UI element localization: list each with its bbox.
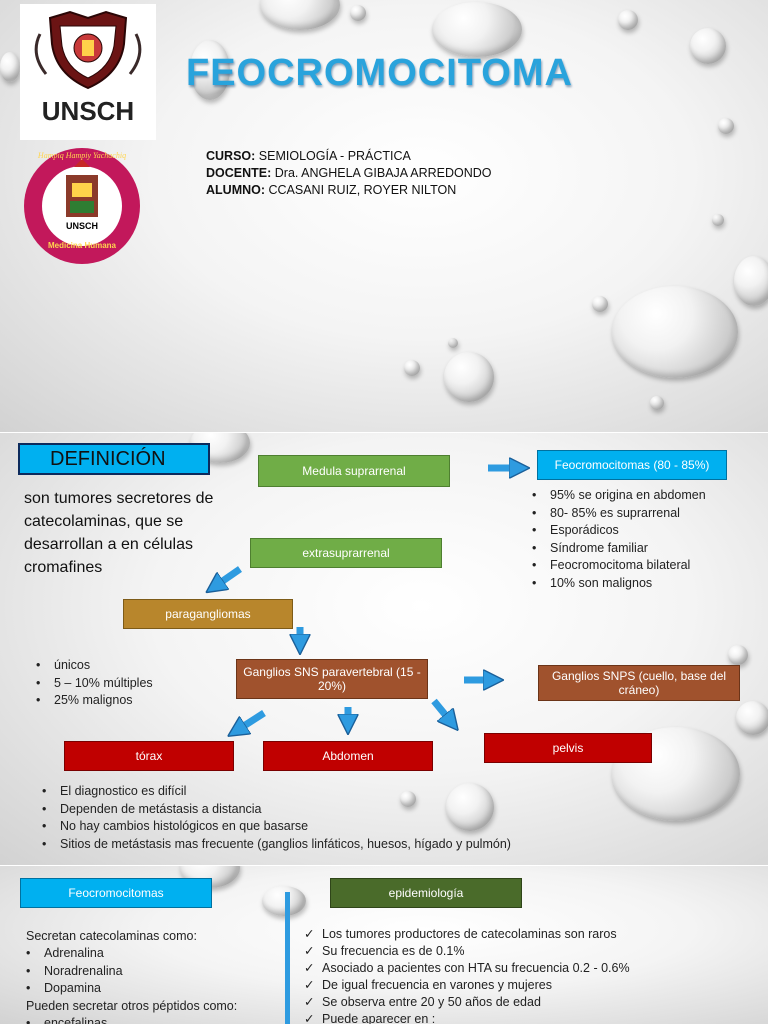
medicina-badge: UNSCH Hampiq Hampiy Yachachiq Medicina H… xyxy=(22,145,142,267)
feocromocitomas-box: Feocromocitomas (80 - 85%) xyxy=(537,450,727,480)
water-drop xyxy=(718,118,734,134)
vertical-divider xyxy=(285,892,290,1024)
bottom-list: El diagnostico es difícil Dependen de me… xyxy=(36,783,511,853)
water-drop xyxy=(734,256,768,306)
water-drop xyxy=(0,52,20,82)
svg-text:UNSCH: UNSCH xyxy=(66,221,98,231)
list-item: Su frecuencia es de 0.1% xyxy=(300,943,630,960)
pelvis-box: pelvis xyxy=(484,733,652,763)
list-item: Adrenalina xyxy=(20,945,237,963)
water-drop xyxy=(260,0,340,30)
page-title: FEOCROMOCITOMA xyxy=(186,52,573,94)
water-drop xyxy=(736,701,768,735)
water-drop xyxy=(612,286,738,378)
list-item: Noradrenalina xyxy=(20,963,237,981)
water-drop xyxy=(712,214,724,226)
list-item: Sitios de metástasis mas frecuente (gang… xyxy=(36,836,511,854)
list-item: De igual frecuencia en varones y mujeres xyxy=(300,977,630,994)
epidemiology-list: Los tumores productores de catecolaminas… xyxy=(300,926,630,1024)
info-row-alumno: ALUMNO: CCASANI RUIZ, ROYER NILTON xyxy=(206,183,457,197)
para-list: únicos 5 – 10% múltiples 25% malignos xyxy=(30,657,153,710)
list-item: Se observa entre 20 y 50 años de edad xyxy=(300,994,630,1011)
list-item: 10% son malignos xyxy=(526,575,706,593)
slide-title: UNSCH UNSCH Hampiq Hampiy Yachachiq Medi… xyxy=(0,0,768,432)
slide-definicion: DEFINICIÓN son tumores secretores de cat… xyxy=(0,433,768,865)
flow-arrows xyxy=(0,433,768,865)
faculty-emblem-icon: UNSCH xyxy=(24,148,140,264)
list-item: 25% malignos xyxy=(30,692,153,710)
torax-box: tórax xyxy=(64,741,234,771)
water-drop xyxy=(262,886,306,916)
list-item: Dopamina xyxy=(20,980,237,998)
list-item: Dependen de metástasis a distancia xyxy=(36,801,511,819)
list-item: El diagnostico es difícil xyxy=(36,783,511,801)
peptides-intro: Pueden secretar otros péptidos como: xyxy=(26,998,238,1013)
paragangliomas-box: paragangliomas xyxy=(123,599,293,629)
list-item: Asociado a pacientes con HTA su frecuenc… xyxy=(300,960,630,977)
snps-box: Ganglios SNPS (cuello, base del cráneo) xyxy=(538,665,740,701)
water-drop xyxy=(350,5,366,21)
course-info: CURSO: SEMIOLOGÍA - PRÁCTICA DOCENTE: Dr… xyxy=(206,148,491,199)
list-item: Los tumores productores de catecolaminas… xyxy=(300,926,630,943)
arrow-down-left-icon xyxy=(236,710,266,731)
list-item: Síndrome familiar xyxy=(526,540,706,558)
secretion-section: Secretan catecolaminas como: Adrenalina … xyxy=(26,928,237,1024)
list-item: Feocromocitoma bilateral xyxy=(526,557,706,575)
list-item: 80- 85% es suprarrenal xyxy=(526,505,706,523)
water-drop xyxy=(404,360,420,376)
university-shield-icon: UNSCH xyxy=(34,10,142,126)
extrasuprarrenal-box: extrasuprarrenal xyxy=(250,538,442,568)
secret-intro: Secretan catecolaminas como: xyxy=(26,929,197,943)
water-drop xyxy=(650,396,664,410)
info-row-curso: CURSO: SEMIOLOGÍA - PRÁCTICA xyxy=(206,149,411,163)
badge-top-text: Hampiq Hampiy Yachachiq xyxy=(37,151,127,160)
feocromocitomas-box: Feocromocitomas xyxy=(20,878,212,908)
water-drop xyxy=(190,40,230,100)
list-item: únicos xyxy=(30,657,153,675)
water-drop xyxy=(432,2,522,57)
water-drop xyxy=(592,296,608,312)
unsch-logo: UNSCH xyxy=(20,4,156,140)
water-drop xyxy=(448,338,458,348)
info-row-docente: DOCENTE: Dra. ANGHELA GIBAJA ARREDONDO xyxy=(206,166,492,180)
definition-text: son tumores secretores de catecolaminas,… xyxy=(24,490,214,576)
list-item: No hay cambios histológicos en que basar… xyxy=(36,818,511,836)
water-drop xyxy=(444,352,494,402)
secret-list: Adrenalina Noradrenalina Dopamina xyxy=(20,945,237,998)
list-item: Esporádicos xyxy=(526,522,706,540)
sns-box: Ganglios SNS paravertebral (15 - 20%) xyxy=(236,659,428,699)
list-item: Puede aparecer en : xyxy=(300,1011,630,1024)
abdomen-box: Abdomen xyxy=(263,741,433,771)
epidemiologia-box: epidemiología xyxy=(330,878,522,908)
list-item: encefalinas xyxy=(20,1015,237,1024)
arrow-down-right-icon xyxy=(431,698,452,723)
definicion-title: DEFINICIÓN xyxy=(18,443,210,475)
arrow-down-left-icon xyxy=(214,566,242,587)
svg-text:UNSCH: UNSCH xyxy=(42,96,134,126)
water-drop xyxy=(618,10,638,30)
slide-epidemiologia: Feocromocitomas epidemiología Secretan c… xyxy=(0,866,768,1024)
badge-bottom-text: Medicina Humana xyxy=(47,241,116,250)
list-item: 95% se origina en abdomen xyxy=(526,487,706,505)
water-drop xyxy=(728,645,748,665)
water-drop xyxy=(690,28,726,64)
feo-list: 95% se origina en abdomen 80- 85% es sup… xyxy=(526,487,706,592)
peptides-list: encefalinas xyxy=(20,1015,237,1024)
medula-box: Medula suprarrenal xyxy=(258,455,450,487)
list-item: 5 – 10% múltiples xyxy=(30,675,153,693)
